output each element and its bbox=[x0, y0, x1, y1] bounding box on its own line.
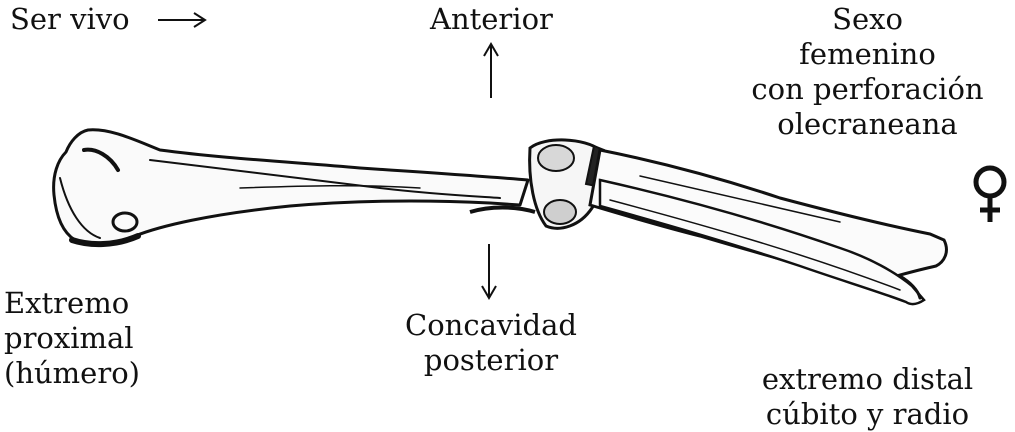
anterior-label: Anterior bbox=[430, 2, 553, 37]
sexo-label: Sexo femenino con perforación olecranean… bbox=[740, 2, 995, 142]
arrow-up-icon bbox=[484, 44, 498, 98]
anterior-text: Anterior bbox=[430, 2, 553, 37]
sexo-line: con perforación bbox=[740, 72, 995, 107]
extremo-distal-line: extremo distal bbox=[740, 362, 995, 397]
ulna-radius bbox=[590, 150, 946, 304]
extremo-proximal-line: proximal bbox=[4, 321, 140, 356]
concavidad-line: posterior bbox=[405, 343, 577, 378]
concavidad-line: Concavidad bbox=[405, 308, 577, 343]
extremo-distal-line: cúbito y radio bbox=[740, 397, 995, 432]
concavidad-label: Concavidad posterior bbox=[405, 308, 577, 378]
sexo-line: Sexo bbox=[740, 2, 995, 37]
extremo-distal-label: extremo distal cúbito y radio bbox=[740, 362, 995, 432]
female-symbol-icon bbox=[976, 168, 1004, 222]
extremo-proximal-line: (húmero) bbox=[4, 356, 140, 391]
sexo-line: femenino bbox=[740, 37, 995, 72]
extremo-proximal-line: Extremo bbox=[4, 286, 140, 321]
extremo-proximal-label: Extremo proximal (húmero) bbox=[4, 286, 140, 391]
ser-vivo-text: Ser vivo bbox=[10, 2, 130, 36]
humerus bbox=[54, 130, 528, 244]
ser-vivo-label: Ser vivo bbox=[10, 2, 130, 37]
arrow-down-icon bbox=[482, 244, 496, 298]
arrow-right-icon bbox=[158, 13, 205, 27]
sexo-line: olecraneana bbox=[740, 107, 995, 142]
